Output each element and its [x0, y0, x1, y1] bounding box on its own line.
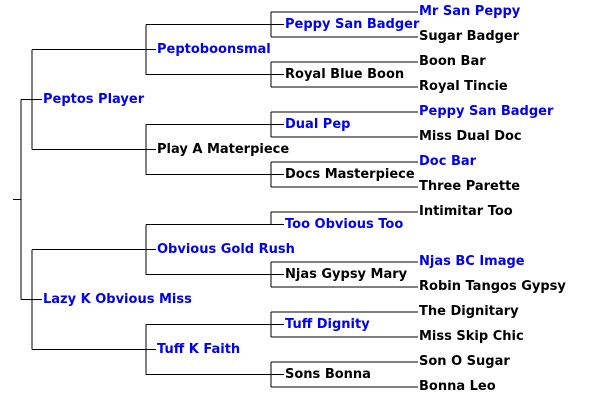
pedigree-entry-dual-pep[interactable]: Dual Pep	[284, 116, 352, 133]
pedigree-entry-peptos-player[interactable]: Peptos Player	[42, 91, 146, 108]
pedigree-entry-njas-bc-image[interactable]: Njas BC Image	[418, 254, 526, 270]
pedigree-entry-boon-bar: Boon Bar	[418, 54, 487, 70]
pedigree-entry-play-a-materpiece: Play A Materpiece	[156, 141, 291, 158]
pedigree-entry-the-dignitary: The Dignitary	[418, 304, 520, 320]
pedigree-entry-peppy-san-badger[interactable]: Peppy San Badger	[418, 104, 555, 120]
pedigree-entry-sugar-badger: Sugar Badger	[418, 29, 521, 45]
pedigree-entry-lazy-k-obvious-miss[interactable]: Lazy K Obvious Miss	[42, 291, 193, 308]
pedigree-entry-royal-tincie: Royal Tincie	[418, 79, 509, 95]
pedigree-entry-miss-dual-doc: Miss Dual Doc	[418, 129, 523, 145]
pedigree-entry-intimitar-too: Intimitar Too	[418, 204, 514, 220]
pedigree-entry-doc-bar[interactable]: Doc Bar	[418, 154, 478, 170]
pedigree-entry-peppy-san-badger[interactable]: Peppy San Badger	[284, 16, 421, 33]
pedigree-entry-son-o-sugar: Son O Sugar	[418, 354, 511, 370]
pedigree-entry-miss-skip-chic: Miss Skip Chic	[418, 329, 525, 345]
pedigree-entry-njas-gypsy-mary: Njas Gypsy Mary	[284, 266, 409, 283]
pedigree-entry-peptoboonsmal[interactable]: Peptoboonsmal	[156, 41, 272, 58]
pedigree-entry-three-parette: Three Parette	[418, 179, 522, 195]
pedigree-entry-sons-bonna: Sons Bonna	[284, 366, 372, 383]
pedigree-entry-royal-blue-boon: Royal Blue Boon	[284, 66, 406, 83]
pedigree-entry-tuff-dignity[interactable]: Tuff Dignity	[284, 316, 371, 333]
pedigree-entry-bonna-leo: Bonna Leo	[418, 379, 497, 395]
pedigree-entry-robin-tangos-gypsy: Robin Tangos Gypsy	[418, 279, 567, 295]
pedigree-entry-too-obvious-too[interactable]: Too Obvious Too	[284, 216, 405, 233]
pedigree-entry-obvious-gold-rush[interactable]: Obvious Gold Rush	[156, 241, 296, 258]
pedigree-entry-tuff-k-faith[interactable]: Tuff K Faith	[156, 341, 242, 358]
pedigree-entry-mr-san-peppy[interactable]: Mr San Peppy	[418, 4, 522, 20]
pedigree-entry-docs-masterpiece: Docs Masterpiece	[284, 166, 416, 183]
